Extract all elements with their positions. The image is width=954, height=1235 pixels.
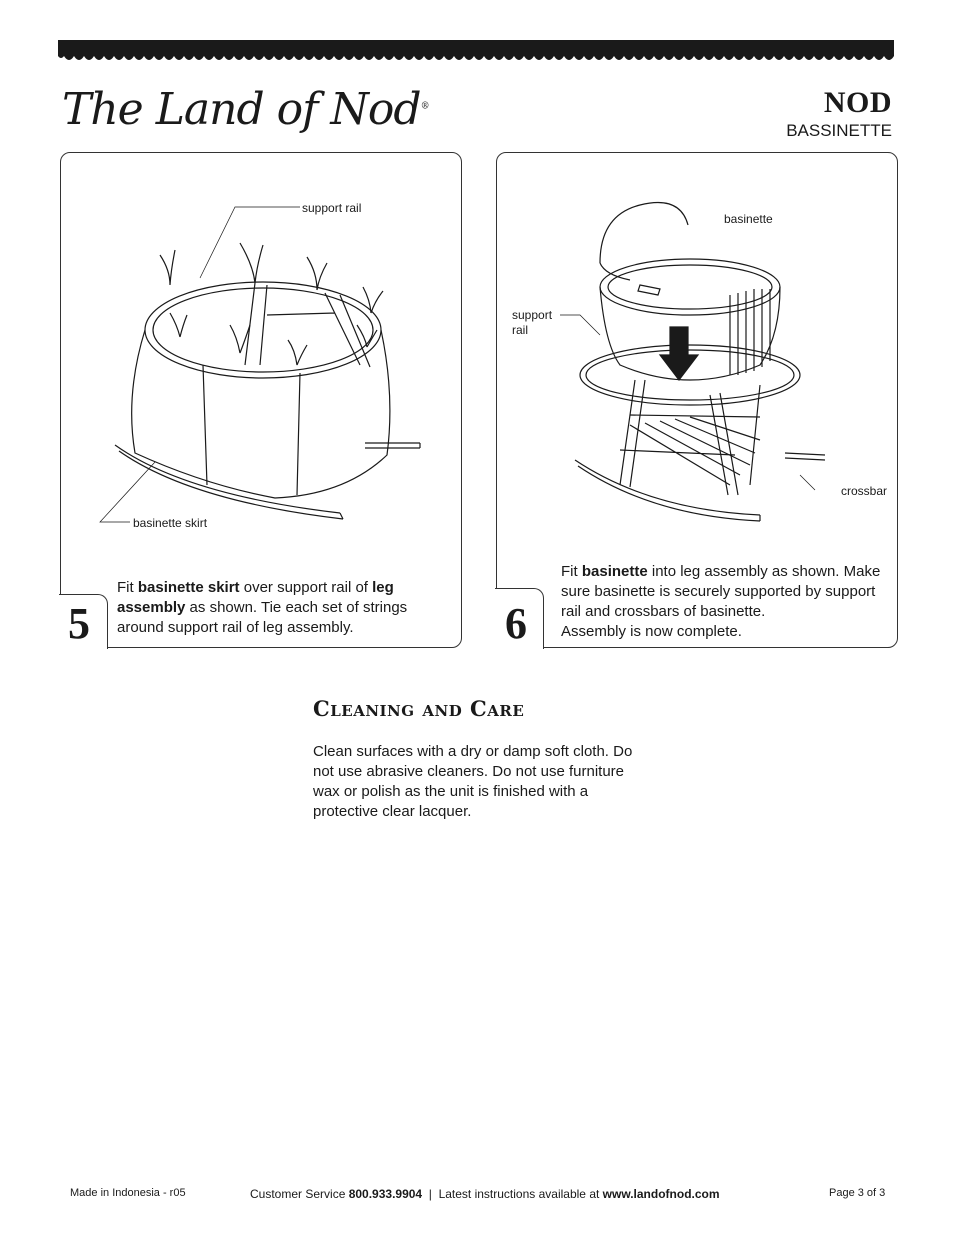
step-5-illustration — [99, 206, 421, 523]
label-support-rail: support rail — [302, 201, 362, 215]
footer-website-link[interactable]: www.landofnod.com — [602, 1187, 720, 1201]
care-body: Clean surfaces with a dry or damp soft c… — [313, 743, 633, 820]
label-basinette: basinette — [724, 212, 773, 226]
label-crossbar: crossbar — [841, 484, 888, 498]
label-basinette-skirt: basinette skirt — [133, 516, 208, 530]
step-5-notch — [59, 594, 108, 649]
footer-origin: Made in Indonesia - r05 — [70, 1187, 186, 1199]
step-6-panel — [496, 152, 898, 648]
footer-customer-service: Customer Service 800.933.9904 | Latest i… — [250, 1187, 720, 1201]
footer-page-number: Page 3 of 3 — [829, 1187, 886, 1199]
step-6-illustration — [560, 201, 826, 522]
step-5-panel — [60, 152, 462, 648]
brand-logo: The Land of Nod® — [62, 84, 430, 135]
care-title: Cleaning and Care — [313, 696, 525, 721]
product-name: BASSINETTE — [786, 121, 892, 140]
step-6-notch — [495, 588, 544, 649]
scalloped-border — [58, 40, 894, 60]
step-6-number: 6 — [505, 599, 527, 648]
label-support-rail-6: support rail — [512, 308, 553, 337]
brand-name: NOD — [823, 86, 892, 119]
step-5-instructions: Fit basinette skirt over support rail of… — [117, 579, 408, 636]
step-6-instructions: Fit basinette into leg assembly as shown… — [561, 563, 881, 640]
step-5-number: 5 — [68, 599, 90, 648]
